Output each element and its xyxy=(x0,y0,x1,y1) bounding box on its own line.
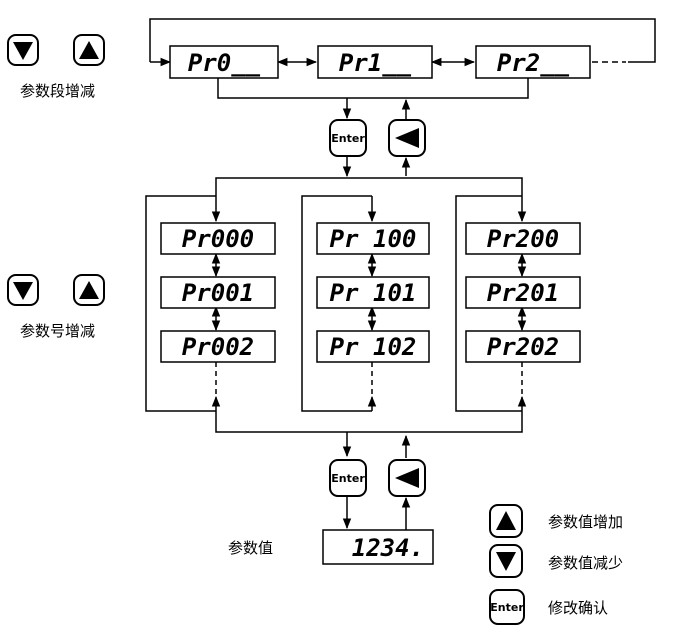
group-display-text: Pr2__ xyxy=(497,49,570,77)
back-key-upper[interactable] xyxy=(388,119,426,157)
param-display-102: Pr 102 xyxy=(316,330,430,363)
param-display-002: Pr002 xyxy=(160,330,276,363)
param-display-text: Pr000 xyxy=(182,225,254,253)
group-display-pr0: Pr0__ xyxy=(169,45,279,79)
value-label: 参数值 xyxy=(228,539,274,557)
enter-key-lower[interactable]: Enter xyxy=(329,459,367,497)
group-display-text: Pr0__ xyxy=(188,49,261,77)
param-display-202: Pr202 xyxy=(465,330,581,363)
down-triangle-icon xyxy=(13,282,33,300)
enter-key-label: Enter xyxy=(331,132,365,145)
up-triangle-icon xyxy=(79,41,99,59)
down-triangle-icon xyxy=(13,42,33,60)
column-0-lines xyxy=(145,195,221,412)
param-display-100: Pr 100 xyxy=(316,222,430,255)
value-display: 1234. xyxy=(322,529,434,565)
param-adjust-label: 参数号增减 xyxy=(20,322,96,340)
param-display-text: Pr002 xyxy=(182,333,254,361)
back-key-lower[interactable] xyxy=(388,459,426,497)
param-top-bracket xyxy=(215,156,523,196)
legend-up-key xyxy=(489,504,523,538)
param-display-text: Pr001 xyxy=(182,279,254,307)
legend-down-key xyxy=(489,544,523,578)
param-display-201: Pr201 xyxy=(465,276,581,309)
enter-key-label: Enter xyxy=(331,472,365,485)
enter-key-upper[interactable]: Enter xyxy=(329,119,367,157)
group-display-pr2: Pr2__ xyxy=(475,45,591,79)
group-display-pr1: Pr1__ xyxy=(317,45,433,79)
down-triangle-icon xyxy=(496,552,516,571)
group-bracket xyxy=(217,78,529,120)
enter-key-label: Enter xyxy=(490,601,524,614)
param-display-101: Pr 101 xyxy=(316,276,430,309)
left-triangle-icon xyxy=(395,128,419,148)
legend-increase-label: 参数值增加 xyxy=(548,513,624,531)
legend-decrease-label: 参数值减少 xyxy=(548,554,624,572)
param-down-key[interactable] xyxy=(7,274,39,306)
param-display-text: Pr 101 xyxy=(330,279,417,307)
column-1-lines xyxy=(301,195,377,412)
legend-enter-key: Enter xyxy=(489,589,525,625)
param-display-200: Pr200 xyxy=(465,222,581,255)
up-triangle-icon xyxy=(496,511,516,530)
param-display-text: Pr201 xyxy=(487,279,559,307)
param-bottom-bracket xyxy=(215,411,523,458)
group-up-key[interactable] xyxy=(73,34,105,66)
param-display-text: Pr 102 xyxy=(330,333,417,361)
param-up-key[interactable] xyxy=(73,274,105,306)
column-2-lines xyxy=(455,195,527,412)
value-display-text: 1234. xyxy=(352,534,424,562)
param-display-text: Pr 100 xyxy=(330,225,417,253)
value-lines xyxy=(342,496,411,530)
param-display-text: Pr200 xyxy=(487,225,559,253)
legend-confirm-label: 修改确认 xyxy=(548,599,609,617)
param-display-001: Pr001 xyxy=(160,276,276,309)
left-triangle-icon xyxy=(395,468,419,488)
group-adjust-label: 参数段增减 xyxy=(20,82,96,100)
group-display-text: Pr1__ xyxy=(339,49,412,77)
group-down-key[interactable] xyxy=(7,34,39,66)
param-display-text: Pr202 xyxy=(487,333,559,361)
up-triangle-icon xyxy=(79,281,99,299)
group-loop-frame xyxy=(149,18,656,67)
param-display-000: Pr000 xyxy=(160,222,276,255)
